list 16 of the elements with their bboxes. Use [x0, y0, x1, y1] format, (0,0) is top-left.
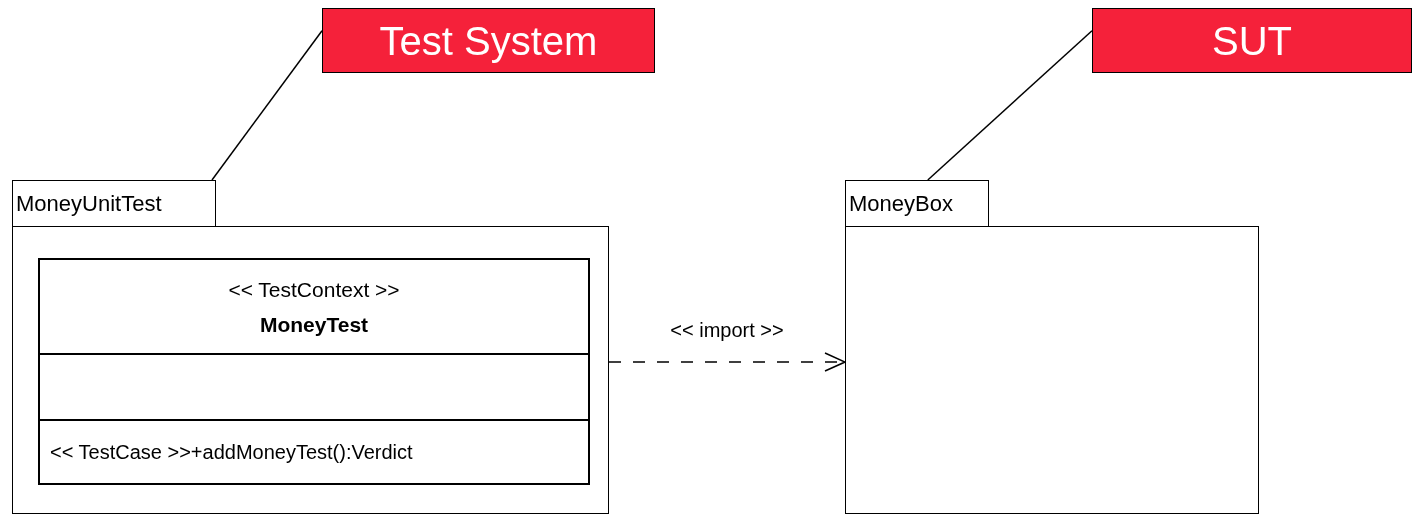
stereotype: << TestContext >>	[228, 278, 400, 300]
class-box	[38, 258, 590, 485]
leader-line	[211, 30, 323, 181]
leader-line	[927, 30, 1093, 181]
dependency-arrow	[608, 352, 846, 372]
package	[12, 180, 609, 514]
note-box	[1092, 8, 1412, 73]
class-name: MoneyTest	[259, 313, 369, 335]
edge-label: << import >>	[668, 320, 786, 340]
note-text: Test System	[379, 20, 598, 61]
note-box	[322, 8, 655, 73]
package-name: MoneyUnitTest	[16, 192, 162, 215]
package	[845, 180, 1259, 514]
operation: << TestCase >>+addMoneyTest():Verdict	[50, 442, 413, 462]
note-text: SUT	[1212, 20, 1292, 61]
package-name: MoneyBox	[849, 192, 953, 215]
